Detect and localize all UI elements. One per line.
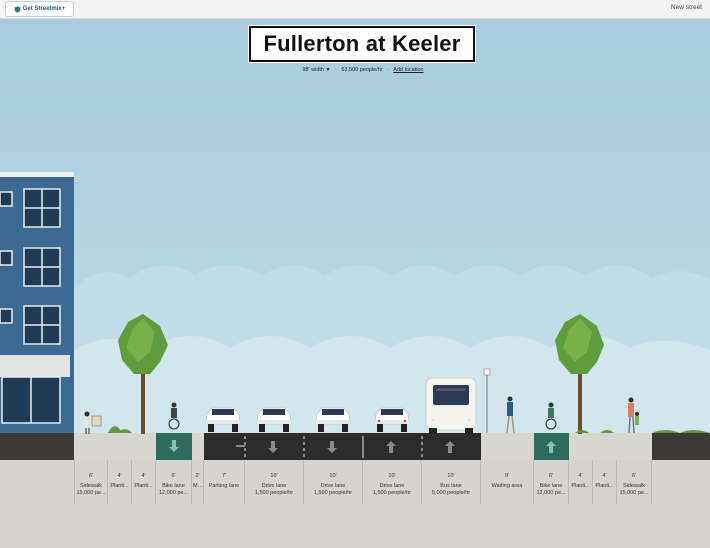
- segment-width: 6': [171, 473, 176, 479]
- segment-name: Bus lane: [440, 483, 462, 489]
- segment-width: 2': [195, 473, 200, 479]
- arrow-down-icon: [169, 440, 179, 452]
- segment-name: Parking lane: [208, 483, 240, 489]
- car-parked: [205, 407, 241, 432]
- segment-width: 9': [504, 473, 510, 479]
- segment-capacity: 1,500 people/hr: [313, 490, 353, 496]
- segment-width: 4': [602, 473, 607, 479]
- segment-capacity: 5,000 people/hr: [431, 490, 471, 496]
- lane-markings: [236, 436, 423, 458]
- median-surface: [192, 433, 204, 460]
- segment-width: 6': [88, 473, 94, 479]
- segment-name: Bike lane: [539, 483, 563, 489]
- arrow-down-icon: [327, 441, 337, 453]
- segment-capacity: 12,000 pe...: [158, 490, 189, 496]
- cyclist-left: [168, 402, 180, 430]
- top-toolbar: Get Streetmix+ New street: [0, 0, 710, 19]
- segment-name: Planti...: [595, 483, 614, 489]
- segment-width: 6': [548, 473, 554, 479]
- segment-capacity: 15,000 pe...: [76, 490, 106, 496]
- segment-5[interactable]: 2' M...: [192, 460, 204, 504]
- waiting-area-surface: [481, 433, 534, 460]
- segment-width: 4': [578, 473, 583, 479]
- tree-left: [118, 314, 168, 434]
- bus-stop-sign: [483, 368, 491, 433]
- segment-name: Sidewalk: [79, 483, 102, 489]
- car-drive-lane-1: [256, 407, 292, 432]
- bus: [425, 377, 477, 433]
- car-drive-lane-3: [374, 407, 410, 432]
- segment-width: 4': [141, 473, 146, 479]
- person-right-sidewalk: [628, 397, 639, 434]
- segment-3[interactable]: 4' Planti...: [132, 460, 156, 504]
- segment-name: Planti...: [571, 483, 590, 489]
- segment-name: Planti...: [110, 483, 129, 489]
- street-width-selector[interactable]: 98' width ▼: [302, 67, 331, 73]
- street-capacity: 63,500 people/hr: [341, 67, 383, 73]
- person-waiting: [506, 396, 515, 434]
- segment-name: Sidewalk: [622, 483, 645, 489]
- arrow-up-icon: [546, 441, 556, 453]
- arrow-down-icon: [268, 441, 278, 453]
- street-title: Fullerton at Keeler: [263, 31, 461, 56]
- segment-11[interactable]: 9' Waiting area: [481, 460, 534, 504]
- segment-name: Bike lane: [162, 483, 185, 489]
- person-with-stroller: [84, 411, 102, 434]
- segment-name: Drive lane: [379, 483, 405, 489]
- street-title-box[interactable]: Fullerton at Keeler: [249, 26, 475, 62]
- segment-capacity: 1,500 people/hr: [254, 490, 294, 496]
- get-streetmix-plus-button[interactable]: Get Streetmix+: [5, 1, 74, 17]
- shield-icon: [14, 5, 21, 13]
- segment-14[interactable]: 4' Planti...: [593, 460, 617, 504]
- street-meta: 98' width ▼ · 63,500 people/hr · Add loc…: [302, 67, 424, 73]
- get-streetmix-plus-label: Get Streetmix+: [22, 6, 66, 12]
- arrow-up-icon: [445, 441, 455, 453]
- planters: [108, 426, 710, 433]
- segment-6[interactable]: 7' Parking lane: [204, 460, 245, 504]
- cyclist-right: [545, 402, 557, 430]
- segment-capacity: 1,500 people/hr: [372, 490, 412, 496]
- segment-capacity: 12,000 pe...: [536, 490, 566, 496]
- segment-width: 7': [221, 473, 227, 479]
- add-location-link[interactable]: Add location: [393, 67, 424, 73]
- segment-width: 4': [117, 473, 122, 479]
- segment-width: 10': [270, 473, 278, 479]
- segment-13[interactable]: 4' Planti...: [569, 460, 593, 504]
- building: [0, 172, 74, 434]
- segment-capacity: 15,000 pe...: [619, 490, 649, 496]
- segment-name: Planti...: [134, 483, 153, 489]
- arrow-up-icon: [386, 441, 396, 453]
- sidewalk-right-surface: [569, 433, 652, 460]
- segment-2[interactable]: 4' Planti...: [108, 460, 132, 504]
- caret-down-icon: ▼: [325, 67, 331, 73]
- new-street-link[interactable]: New street: [670, 4, 702, 11]
- car-drive-lane-2: [315, 407, 351, 432]
- segment-width: 10': [447, 473, 455, 479]
- sidewalk-left-surface: [74, 433, 156, 460]
- segment-info-bar: [0, 460, 710, 548]
- segment-name: Drive lane: [261, 483, 287, 489]
- segment-name: Drive lane: [320, 483, 346, 489]
- segment-width: 6': [631, 473, 637, 479]
- segment-name: M...: [193, 483, 203, 489]
- tree-right: [555, 314, 604, 434]
- segment-width: 10': [329, 473, 337, 479]
- roadway-surface: [204, 433, 481, 460]
- segment-width: 10': [388, 473, 396, 479]
- segment-name: Waiting area: [491, 483, 523, 489]
- lane-arrows: [268, 441, 455, 453]
